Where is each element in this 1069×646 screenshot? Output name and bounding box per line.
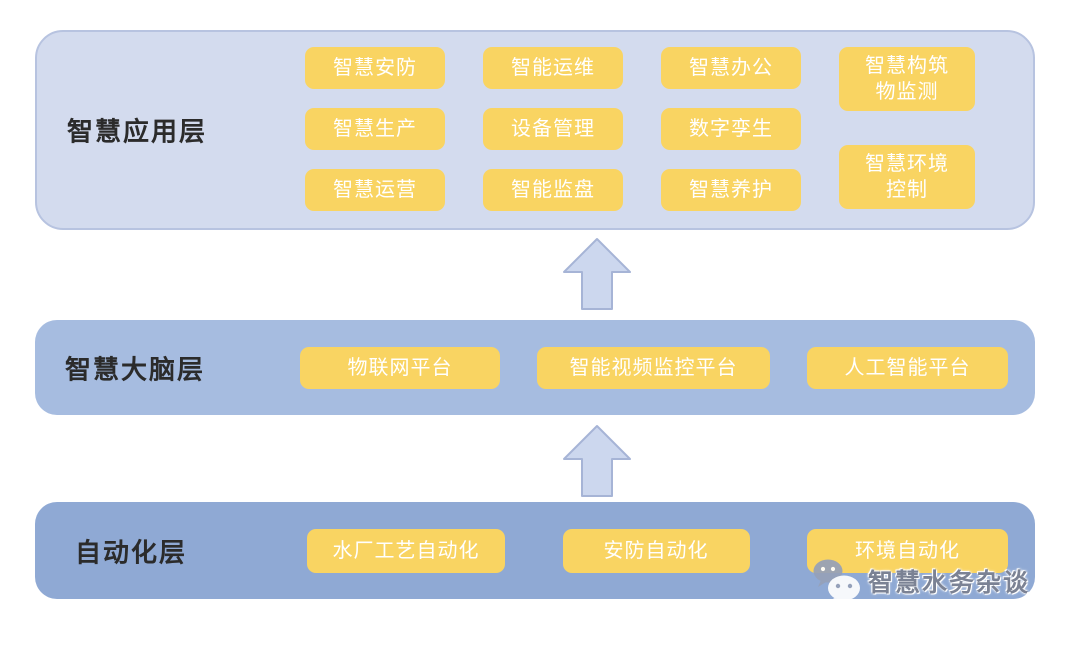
brain-box-video-surveillance-platform: 智能视频监控平台 bbox=[537, 346, 770, 389]
automation-box-row: 水厂工艺自动化 安防自动化 环境自动化 bbox=[307, 528, 1008, 573]
wechat-icon bbox=[813, 559, 860, 603]
layer-application: 智慧应用层 智慧安防 智慧生产 智慧运营 智能运维 设备管理 智能监盘 智慧办公… bbox=[35, 30, 1035, 230]
up-arrow-icon bbox=[563, 425, 631, 497]
application-column-2: 智能运维 设备管理 智能监盘 bbox=[483, 47, 623, 211]
layer-brain-label: 智慧大脑层 bbox=[65, 354, 206, 384]
layer-automation-label: 自动化层 bbox=[75, 537, 188, 567]
application-column-3: 智慧办公 数字孪生 智慧养护 bbox=[661, 47, 801, 211]
app-box-intelligent-maintenance: 智能运维 bbox=[483, 47, 623, 89]
layer-application-label: 智慧应用层 bbox=[67, 116, 208, 147]
auto-box-environment-automation: 环境自动化 bbox=[807, 528, 1008, 573]
brain-box-row: 物联网平台 智能视频监控平台 人工智能平台 bbox=[300, 346, 1008, 389]
application-column-1: 智慧安防 智慧生产 智慧运营 bbox=[305, 47, 445, 211]
auto-box-security-automation: 安防自动化 bbox=[562, 528, 750, 573]
app-box-structure-monitoring: 智慧构筑 物监测 bbox=[839, 47, 975, 111]
app-box-smart-operation: 智慧运营 bbox=[305, 169, 445, 211]
app-box-digital-twin: 数字孪生 bbox=[661, 108, 801, 150]
watermark-text: 智慧水务杂谈 bbox=[868, 569, 1031, 597]
app-box-equipment-management: 设备管理 bbox=[483, 108, 623, 150]
up-arrow-icon bbox=[563, 238, 631, 310]
brain-box-iot-platform: 物联网平台 bbox=[300, 346, 500, 389]
app-box-smart-security: 智慧安防 bbox=[305, 47, 445, 89]
app-box-smart-office: 智慧办公 bbox=[661, 47, 801, 89]
application-column-4: 智慧构筑 物监测 智慧环境 控制 bbox=[839, 47, 975, 211]
app-box-intelligent-monitoring: 智能监盘 bbox=[483, 169, 623, 211]
watermark: 智慧水务杂谈 bbox=[812, 558, 1030, 604]
app-box-environment-control: 智慧环境 控制 bbox=[839, 145, 975, 209]
app-box-smart-production: 智慧生产 bbox=[305, 108, 445, 150]
brain-box-ai-platform: 人工智能平台 bbox=[807, 346, 1008, 389]
layer-brain: 智慧大脑层 物联网平台 智能视频监控平台 人工智能平台 bbox=[35, 320, 1035, 415]
application-box-grid: 智慧安防 智慧生产 智慧运营 智能运维 设备管理 智能监盘 智慧办公 数字孪生 … bbox=[305, 47, 975, 211]
auto-box-plant-process-automation: 水厂工艺自动化 bbox=[307, 528, 505, 573]
app-box-smart-curing: 智慧养护 bbox=[661, 169, 801, 211]
layer-automation: 自动化层 水厂工艺自动化 安防自动化 环境自动化 bbox=[35, 502, 1035, 599]
